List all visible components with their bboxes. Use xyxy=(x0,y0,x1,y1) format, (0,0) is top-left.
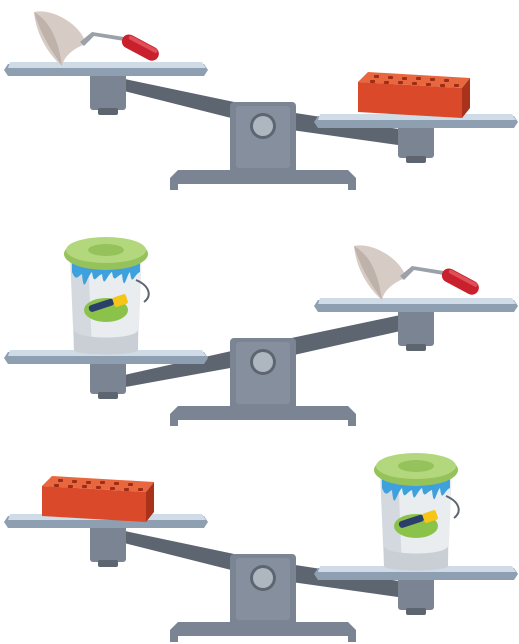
scale-2-trowel-icon xyxy=(354,245,481,300)
scale-3-paint-bucket-icon xyxy=(374,453,459,571)
scale-1 xyxy=(4,11,518,190)
scale-3-brick-icon xyxy=(42,476,154,522)
scale-1-brick-icon xyxy=(358,72,470,118)
scale-1-trowel-icon xyxy=(34,11,161,66)
scale-2 xyxy=(4,237,518,426)
scale-3 xyxy=(4,453,518,642)
scale-2-paint-bucket-icon xyxy=(64,237,149,355)
